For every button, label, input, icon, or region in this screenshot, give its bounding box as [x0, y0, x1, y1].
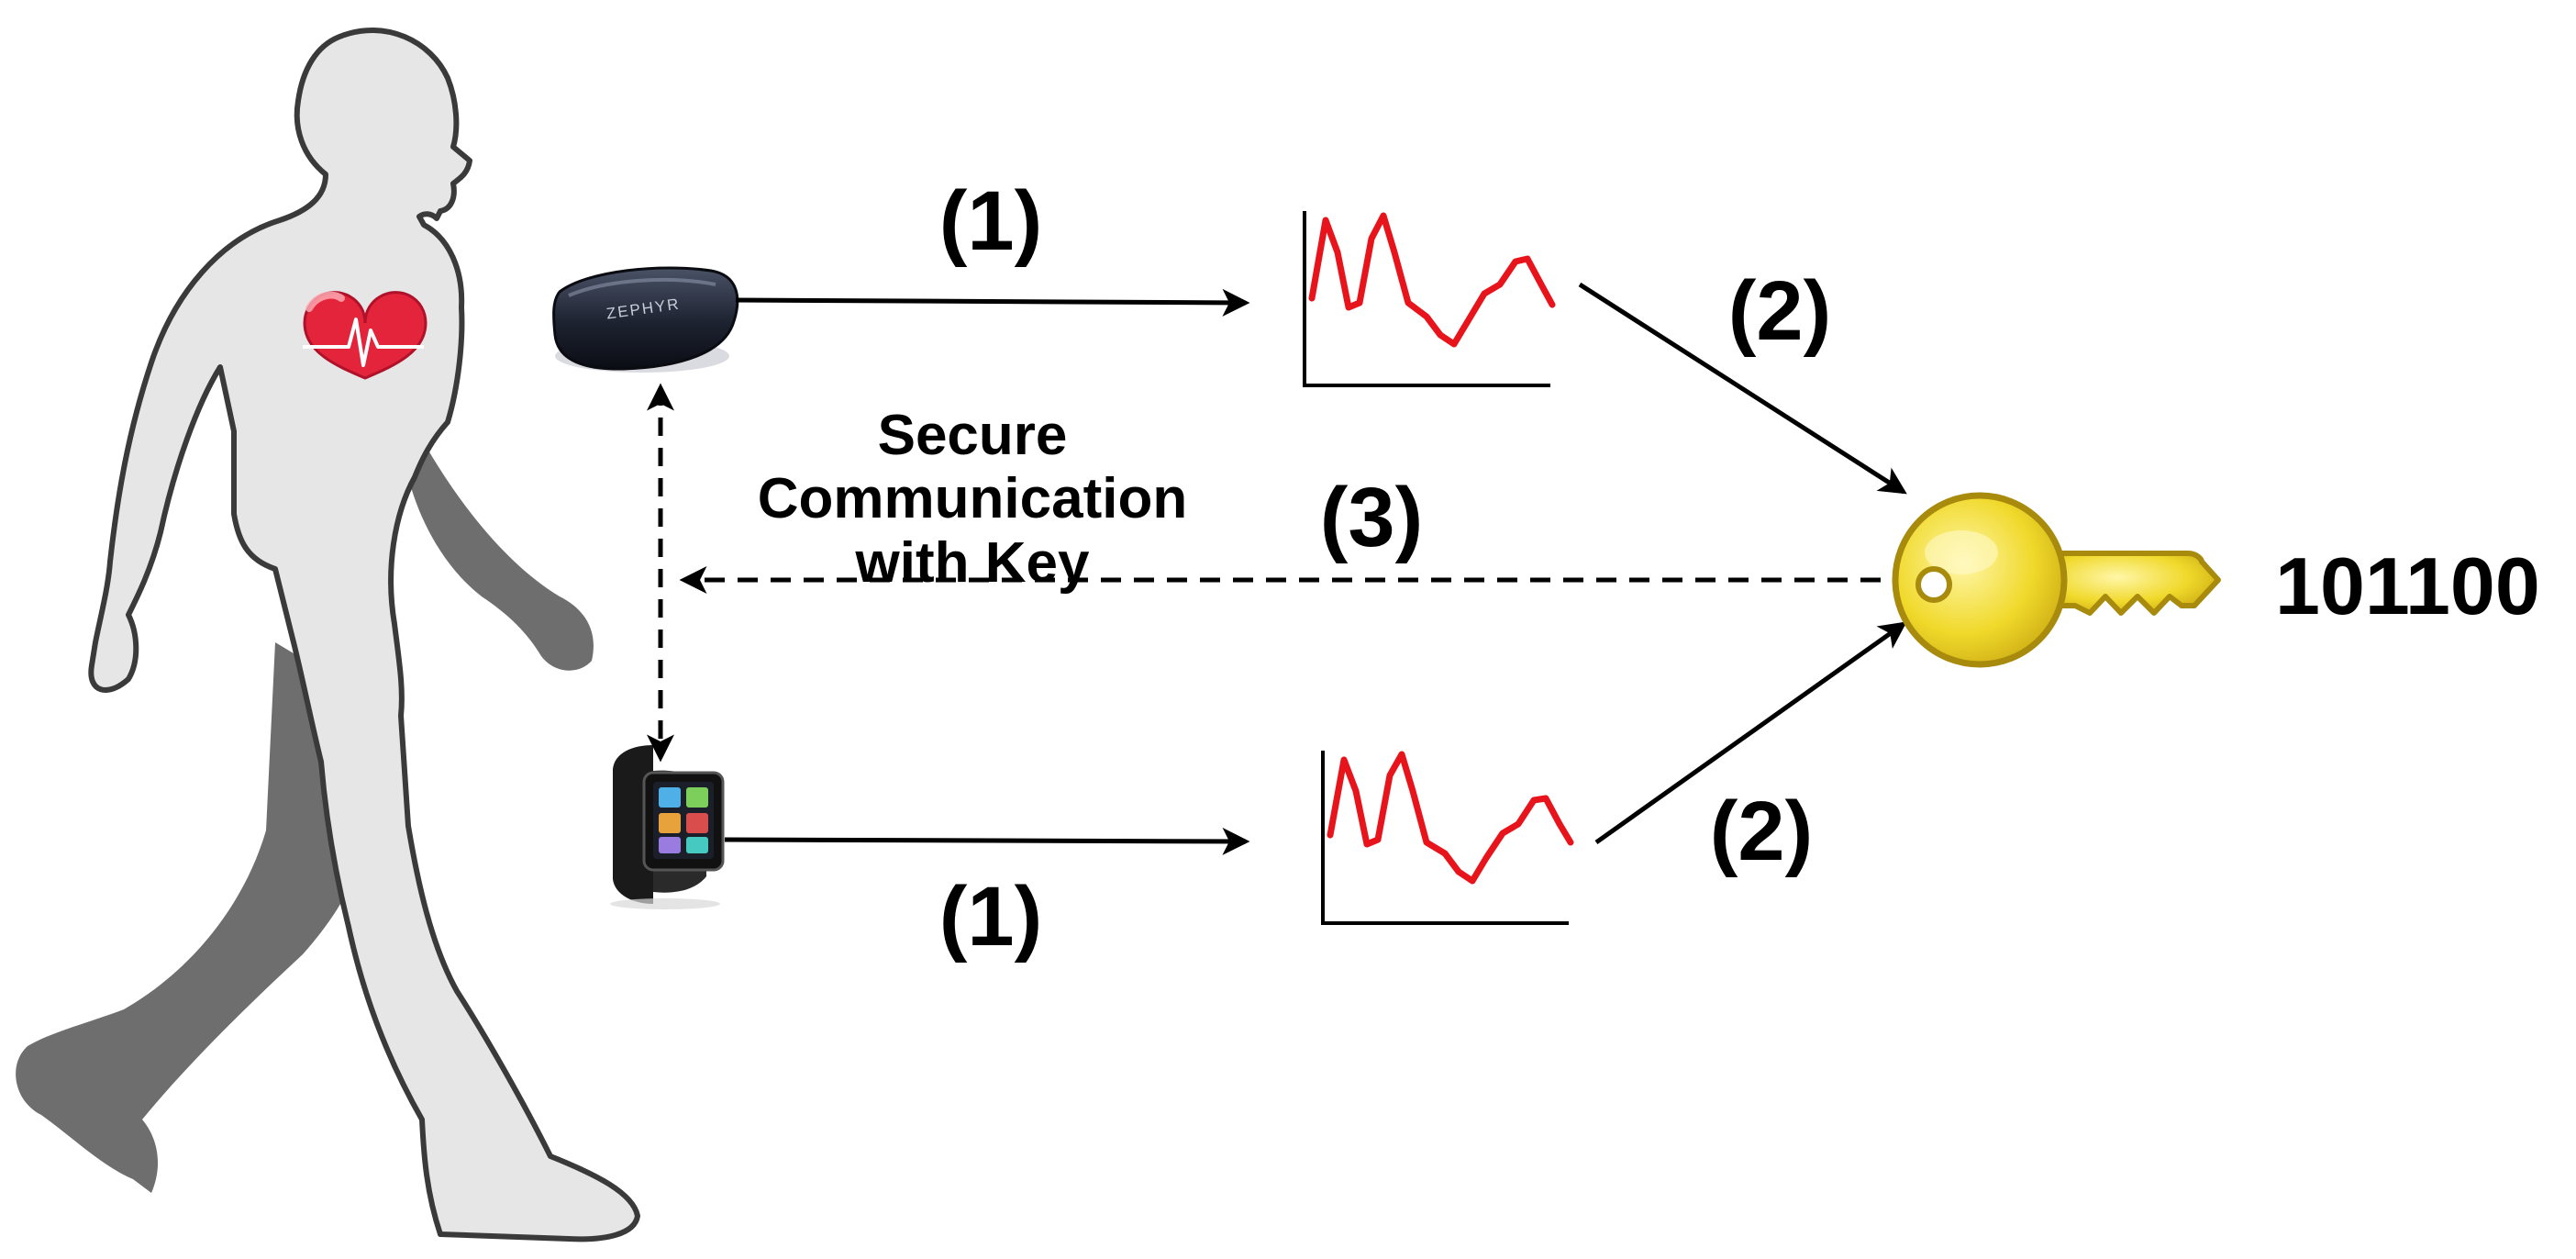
back-arm [408, 431, 594, 671]
label-step-3: (3) [1319, 471, 1424, 564]
label-step-1-bottom: (1) [938, 870, 1043, 964]
chest-strap-sensor-icon: ZEPHYR [552, 266, 739, 373]
arrow-step1-top [735, 288, 1250, 317]
label-step-2-bottom: (2) [1709, 785, 1814, 878]
signal-trace-top [1308, 212, 1556, 348]
arrow-step1-bottom [724, 827, 1250, 855]
label-step-2-top: (2) [1727, 264, 1832, 358]
label-key-code: 101100 [2275, 540, 2540, 631]
label-secure-communication: Secure Communication with Key [706, 404, 1238, 595]
label-step-1-top: (1) [938, 174, 1043, 268]
heart-icon [303, 291, 427, 380]
plot-axes-top [1303, 211, 1550, 387]
key-icon [1892, 492, 2221, 668]
plot-axes-bottom [1321, 751, 1569, 925]
signal-plot-top [1303, 211, 1556, 387]
arrows [647, 282, 1907, 855]
walking-person-icon [16, 27, 640, 1242]
secure-line-3: with Key [855, 530, 1090, 595]
secure-line-1: Secure [877, 404, 1068, 467]
arrow-step2-top [1578, 282, 1907, 495]
signal-plot-bottom [1321, 751, 1574, 925]
secure-line-2: Communication [757, 467, 1188, 531]
back-leg [16, 642, 368, 1193]
person-silhouette [88, 27, 640, 1242]
signal-trace-bottom [1327, 751, 1574, 885]
smartwatch-icon [610, 745, 725, 909]
arrow-step2-bottom [1594, 621, 1907, 845]
